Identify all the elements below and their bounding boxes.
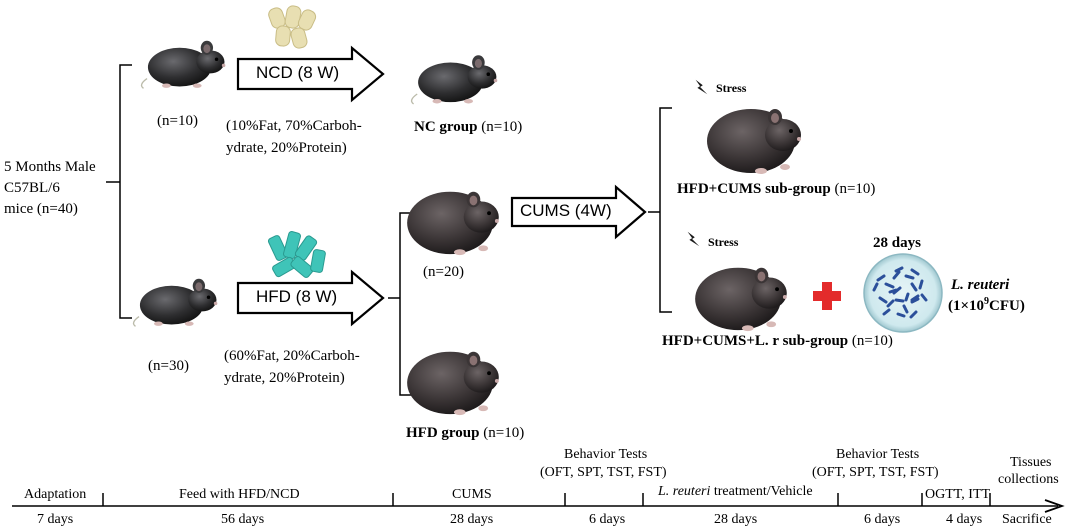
timeline-axis: [12, 493, 1065, 513]
reuteri-italic: L. reuteri: [658, 484, 711, 499]
mouse-hfd-cums-lr: [695, 267, 787, 332]
mouse-start-hfd: [132, 278, 219, 327]
mouse-start-ncd: [140, 40, 227, 89]
timeline-stage-label: CUMS: [452, 487, 492, 502]
treatment-days-label: 28 days: [873, 235, 921, 251]
timeline-stage-days: 6 days: [864, 512, 901, 527]
mouse-hfd-group: [407, 351, 499, 416]
ncd-arrow: [236, 45, 385, 103]
cums-arrow: [510, 184, 647, 240]
start-line3: mice (n=40): [4, 201, 78, 217]
bacteria-dose-unit: CFU): [989, 298, 1025, 314]
hfd-cums-group-n: (n=10): [830, 181, 876, 197]
hfd-composition-line2: ydrate, 20%Protein): [224, 370, 345, 386]
ncd-n-label: (n=10): [157, 113, 198, 129]
start-line2: C57BL/6: [4, 180, 60, 196]
hfd-cums-group-name: HFD+CUMS sub-group: [677, 181, 831, 197]
ncd-composition-line1: (10%Fat, 70%Carboh-: [226, 118, 362, 134]
timeline-stage-label: L. reuteri treatment/Vehicle: [658, 484, 813, 501]
timeline-stage-days: 28 days: [714, 512, 758, 527]
hfd-pellets: [267, 231, 326, 278]
ncd-arrow-label: NCD (8 W): [256, 63, 340, 82]
hfd-group-label: HFD group (n=10): [406, 424, 524, 442]
mouse-hfd-cums: [707, 109, 801, 174]
timeline-stage-label: Tissues: [1010, 455, 1052, 470]
mouse-nc-group: [410, 54, 498, 105]
bacteria-dose-base: (1×10: [948, 298, 985, 314]
hfd-split-bracket: [388, 212, 412, 396]
timeline-stage-label: OGTT, ITT: [925, 487, 991, 502]
hfd-n-label: (n=30): [148, 358, 189, 374]
nc-group-n: (n=10): [477, 119, 523, 135]
cums-arrow-label: CUMS (4W): [520, 201, 612, 220]
hfd-sub-n-label: (n=20): [423, 264, 464, 280]
timeline-stage-days: 56 days: [221, 512, 265, 527]
ncd-composition-line2: ydrate, 20%Protein): [226, 140, 347, 156]
hfd-group-n: (n=10): [479, 425, 525, 441]
treatment-text: treatment/Vehicle: [710, 484, 813, 499]
timeline-stage-label: Adaptation: [24, 487, 87, 502]
hfd-cums-lr-group-name: HFD+CUMS+L. r sub-group: [662, 333, 849, 349]
stress-label-1: Stress: [716, 81, 747, 95]
stress-label-2: Stress: [708, 235, 739, 249]
hfd-composition-line1: (60%Fat, 20%Carboh-: [224, 348, 360, 364]
timeline-stage-days: 7 days: [37, 512, 74, 527]
hfd-group-name: HFD group: [406, 425, 480, 441]
timeline-stage-sublabel: (OFT, SPT, TST, FST): [812, 465, 939, 480]
timeline-stage-label: Behavior Tests: [564, 447, 648, 462]
timeline-stage-days: 4 days: [946, 512, 983, 527]
mouse-hfd-20: [407, 191, 499, 256]
nc-group-label: NC group (n=10): [414, 118, 522, 136]
lightning-icon: [687, 231, 700, 247]
ncd-pellets: [268, 5, 317, 49]
hfd-cums-lr-group-n: (n=10): [848, 333, 893, 349]
hfd-cums-lr-group-label: HFD+CUMS+L. r sub-group (n=10): [662, 332, 893, 350]
start-bracket: [106, 64, 132, 319]
hfd-cums-group-label: HFD+CUMS sub-group (n=10): [677, 180, 875, 198]
timeline-stage-label: Feed with HFD/NCD: [179, 487, 300, 502]
timeline-stage-days: Sacrifice: [1002, 512, 1052, 527]
plus-icon: [813, 282, 841, 310]
hfd-arrow: [236, 269, 385, 327]
hfd-arrow-label: HFD (8 W): [256, 287, 338, 306]
timeline-stage-sublabel: (OFT, SPT, TST, FST): [540, 465, 667, 480]
bacteria-petri-icon: [863, 253, 943, 333]
lightning-icon: [695, 79, 708, 95]
cums-split-bracket: [648, 107, 672, 313]
bacteria-name-label: L. reuteri: [951, 277, 1010, 293]
timeline-stage-sublabel: collections: [998, 472, 1059, 487]
start-line1: 5 Months Male: [4, 159, 96, 175]
nc-group-name: NC group: [414, 119, 478, 135]
timeline-stage-days: 6 days: [589, 512, 626, 527]
timeline-stage-days: 28 days: [450, 512, 494, 527]
bacteria-dose-label: (1×109CFU): [948, 296, 1025, 315]
timeline-stage-label: Behavior Tests: [836, 447, 920, 462]
bacteria-dose-exponent: 9: [984, 296, 990, 307]
